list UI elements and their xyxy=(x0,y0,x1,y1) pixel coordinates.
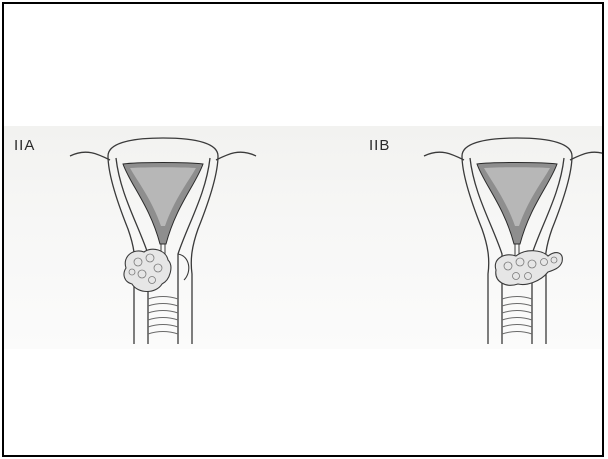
uterus-illustration-iia xyxy=(68,134,258,349)
figure-label-iib: IIB xyxy=(369,137,390,154)
uterus-diagram-iia xyxy=(68,134,258,349)
figure-label-iia: IIA xyxy=(14,137,35,154)
left-tube xyxy=(70,152,110,160)
tumor-mass xyxy=(495,251,562,286)
uterus-diagram-iib xyxy=(422,134,604,349)
uterus-illustration-iib xyxy=(422,134,604,349)
tumor-mass xyxy=(124,249,171,291)
right-tube xyxy=(216,152,256,160)
